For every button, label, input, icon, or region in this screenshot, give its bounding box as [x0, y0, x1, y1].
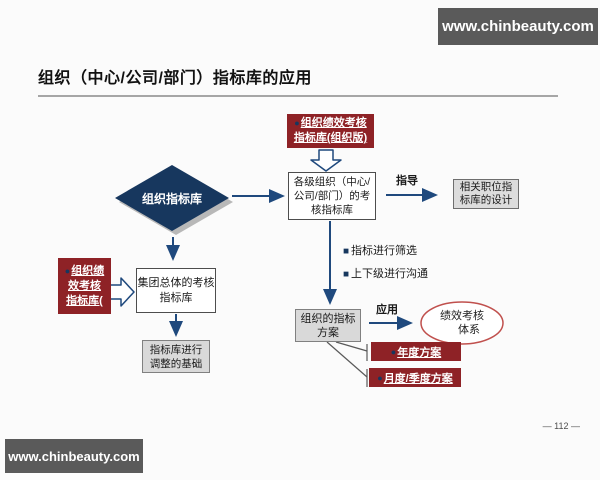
- watermark-text: www.chinbeauty.com: [8, 448, 140, 464]
- filter-bullet-item: ■指标进行筛选: [343, 242, 417, 258]
- page-number: — 112 —: [542, 421, 580, 431]
- box-line: 指标库进行: [149, 343, 203, 356]
- box-line: 年度方案: [397, 346, 442, 359]
- box-line: 标库的设计: [459, 194, 513, 206]
- watermark-badge-top: www.chinbeauty.com: [438, 8, 598, 45]
- bullet-icon: ●: [390, 346, 397, 357]
- connector-to-monthly: [326, 341, 368, 378]
- box-line: 集团总体的考核: [137, 276, 215, 289]
- org-indicator-library-diamond-label: 组织指标库: [141, 191, 202, 206]
- box-line: 绩效考核: [440, 310, 484, 322]
- bullet-icon: ●: [64, 265, 71, 276]
- org-level-assessment-box: 各级组织（中心/ 公司/部门）的考 核指标库: [288, 172, 376, 220]
- watermark-badge-bottom: www.chinbeauty.com: [5, 439, 143, 473]
- bullet-icon: ●: [294, 118, 300, 128]
- right-block-arrow-icon: [109, 277, 135, 307]
- box-line: 指标库(: [66, 294, 103, 307]
- box-line: 指标库(组织版): [293, 132, 368, 144]
- bullet-item-text: 上下级进行沟通: [351, 268, 429, 280]
- org-kpi-library-org-version-box: ●组织绩效考核 指标库(组织版): [287, 114, 374, 148]
- box-line: 各级组织（中心/: [293, 176, 371, 188]
- adjustment-basis-box: 指标库进行 调整的基础: [142, 340, 210, 373]
- box-line: 月度/季度方案: [383, 372, 453, 385]
- annual-plan-box: ● 年度方案: [371, 342, 461, 361]
- box-line: 方案: [317, 326, 339, 339]
- box-line: 指标库: [159, 291, 193, 304]
- box-line: 效考核: [68, 279, 101, 292]
- box-line: 核指标库: [311, 204, 353, 216]
- box-line: 公司/部门）的考: [293, 190, 371, 202]
- title-rule: [38, 95, 558, 97]
- group-overall-assessment-box: 集团总体的考核 指标库: [136, 268, 216, 313]
- down-block-arrow-icon: [310, 149, 342, 172]
- org-indicator-plan-box: 组织的指标 方案: [295, 309, 361, 342]
- box-line: 组织的指标: [300, 312, 356, 325]
- apply-label: 应用: [376, 304, 398, 316]
- box-line: 组织绩效考核: [300, 117, 367, 129]
- performance-system-ellipse-label: 绩效考核 体系: [421, 302, 503, 344]
- watermark-text: www.chinbeauty.com: [442, 18, 594, 35]
- square-bullet-icon: ■: [343, 269, 350, 280]
- page-title: 组织（中心/公司/部门）指标库的应用: [38, 70, 312, 87]
- box-line: 调整的基础: [149, 357, 203, 370]
- communicate-bullet-item: ■上下级进行沟通: [343, 265, 428, 281]
- bullet-item-text: 指标进行筛选: [351, 245, 418, 257]
- bullet-icon: ●: [377, 372, 383, 383]
- guide-label: 指导: [396, 175, 418, 187]
- performance-system-ellipse-shape: [420, 301, 504, 345]
- connector-to-annual: [335, 341, 368, 352]
- box-line: 相关职位指: [459, 181, 513, 193]
- box-line: 体系: [458, 324, 480, 336]
- position-library-design-box: 相关职位指 标库的设计: [453, 179, 519, 209]
- org-kpi-library-left-box: ●组织绩 效考核 指标库(: [58, 258, 111, 314]
- box-line: 组织绩: [71, 264, 105, 277]
- square-bullet-icon: ■: [343, 246, 350, 257]
- monthly-quarterly-plan-box: ● 月度/季度方案: [369, 368, 461, 387]
- org-indicator-library-diamond-shape: [115, 165, 229, 231]
